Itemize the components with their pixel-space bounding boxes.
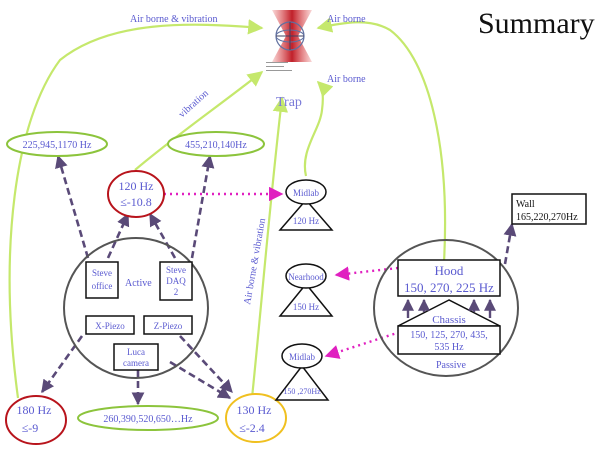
svg-text:150 ,270Hz: 150 ,270Hz bbox=[283, 387, 321, 396]
resonance-180hz: 180 Hz ≤-9 bbox=[5, 395, 67, 445]
sensor-midlab-bottom: Midlab 150 ,270Hz bbox=[274, 343, 330, 401]
svg-text:165,220,270Hz: 165,220,270Hz bbox=[516, 212, 578, 223]
svg-text:≤-2.4: ≤-2.4 bbox=[239, 421, 265, 435]
svg-text:Hood: Hood bbox=[435, 263, 464, 278]
svg-text:150, 125, 270, 435,: 150, 125, 270, 435, bbox=[410, 330, 488, 341]
svg-text:150, 270, 225 Hz: 150, 270, 225 Hz bbox=[404, 280, 494, 295]
chassis-group: Chassis 150, 125, 270, 435, 535 Hz bbox=[397, 299, 501, 355]
svg-text:office: office bbox=[92, 281, 113, 291]
path-midlab-to-trap bbox=[303, 80, 334, 177]
svg-text:≤-9: ≤-9 bbox=[22, 421, 39, 435]
svg-text:Midlab: Midlab bbox=[289, 352, 315, 362]
sensor-midlab-top: Midlab 120 Hz bbox=[278, 179, 334, 231]
magenta-paths bbox=[164, 186, 401, 359]
svg-text:camera: camera bbox=[123, 358, 149, 368]
svg-text:Nearhood: Nearhood bbox=[288, 272, 324, 282]
svg-text:225,945,1170 Hz: 225,945,1170 Hz bbox=[23, 140, 92, 151]
resonance-130hz: 130 Hz ≤-2.4 bbox=[225, 393, 287, 443]
passive-label: Passive bbox=[436, 360, 467, 371]
svg-text:130 Hz: 130 Hz bbox=[237, 403, 272, 417]
svg-text:Wall: Wall bbox=[516, 199, 535, 210]
svg-text:260,390,520,650…Hz: 260,390,520,650…Hz bbox=[103, 414, 193, 425]
path-120-to-trap bbox=[134, 71, 264, 171]
freq-ellipse-left-top: 225,945,1170 Hz bbox=[6, 131, 108, 157]
active-group: Active Steve office Steve DAQ 2 X-Piezo … bbox=[63, 237, 209, 379]
svg-text:120 Hz: 120 Hz bbox=[119, 179, 154, 193]
x-piezo-box: X-Piezo bbox=[85, 315, 135, 335]
svg-text:150 Hz: 150 Hz bbox=[293, 302, 319, 312]
z-piezo-box: Z-Piezo bbox=[143, 315, 193, 335]
hood-box: Hood 150, 270, 225 Hz bbox=[397, 259, 501, 297]
svg-text:180 Hz: 180 Hz bbox=[17, 403, 52, 417]
svg-text:Midlab: Midlab bbox=[293, 188, 319, 198]
svg-text:Steve: Steve bbox=[166, 265, 186, 275]
luca-camera-box: Luca camera bbox=[113, 343, 159, 371]
sensor-nearhood: Nearhood 150 Hz bbox=[278, 263, 334, 317]
trap-label: Trap bbox=[276, 95, 302, 110]
steve-daq-box: Steve DAQ 2 bbox=[159, 261, 193, 301]
svg-text:≤-10.8: ≤-10.8 bbox=[120, 195, 152, 209]
chassis-to-hood-arrows bbox=[402, 298, 496, 318]
svg-text:Luca: Luca bbox=[127, 347, 145, 357]
freq-ellipse-bottom-mid: 260,390,520,650…Hz bbox=[77, 405, 219, 431]
svg-text:Chassis: Chassis bbox=[432, 314, 466, 326]
steve-office-box: Steve office bbox=[85, 261, 119, 299]
label-airborne-top-right: Air borne bbox=[327, 14, 366, 25]
wall-box: Wall 165,220,270Hz bbox=[511, 193, 587, 225]
svg-text:DAQ: DAQ bbox=[166, 276, 186, 286]
svg-text:X-Piezo: X-Piezo bbox=[95, 321, 125, 331]
path-hood-to-trap bbox=[316, 17, 447, 263]
svg-text:120 Hz: 120 Hz bbox=[293, 216, 319, 226]
resonance-120hz: 120 Hz ≤-10.8 bbox=[107, 170, 165, 218]
label-airborne-vibration-top: Air borne & vibration bbox=[130, 14, 217, 25]
passive-group: Passive Hood 150, 270, 225 Hz Chassis 15… bbox=[373, 239, 519, 377]
path-180-to-trap bbox=[8, 19, 264, 399]
label-airborne-right: Air borne bbox=[327, 74, 366, 85]
trap-icon bbox=[266, 10, 312, 71]
path-130-to-trap bbox=[250, 96, 289, 399]
svg-text:455,210,140Hz: 455,210,140Hz bbox=[185, 140, 247, 151]
page-title: Summary bbox=[478, 7, 595, 40]
svg-text:535 Hz: 535 Hz bbox=[434, 342, 464, 353]
freq-ellipse-mid-top: 455,210,140Hz bbox=[167, 131, 265, 157]
svg-text:2: 2 bbox=[174, 287, 179, 297]
svg-text:Z-Piezo: Z-Piezo bbox=[154, 321, 183, 331]
active-label: Active bbox=[125, 278, 152, 289]
green-paths bbox=[8, 17, 447, 399]
svg-text:Steve: Steve bbox=[92, 268, 112, 278]
